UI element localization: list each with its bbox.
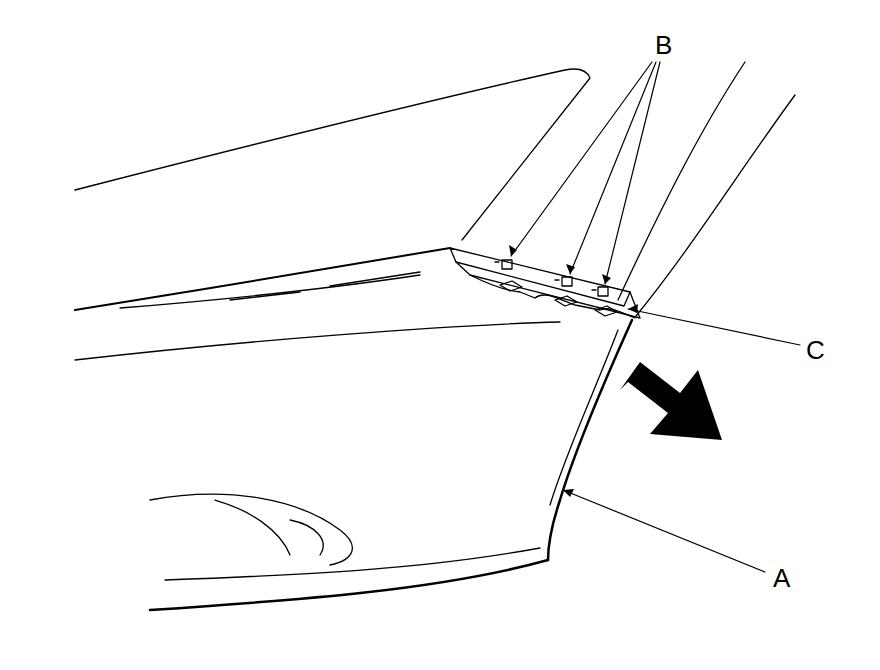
leader-line	[563, 490, 765, 572]
clip-hole	[500, 281, 617, 316]
callout-letter: A	[773, 565, 790, 591]
fog-light	[290, 520, 323, 555]
tab-detail	[495, 262, 596, 290]
leader-arrowhead	[628, 304, 638, 313]
leader-line	[511, 62, 660, 284]
clip-tab	[502, 260, 512, 269]
bumper-lower-line	[165, 548, 540, 580]
fog-light	[150, 494, 352, 565]
bumper-side-inner	[550, 330, 618, 505]
hood-edge-inner	[120, 275, 420, 308]
bumper-bottom	[150, 560, 548, 610]
clip-tab	[598, 287, 608, 296]
leader-arrowhead	[509, 245, 611, 284]
hood-outline	[75, 69, 590, 240]
direction-arrow	[620, 362, 722, 440]
bracket-edge	[470, 275, 635, 318]
fender-line	[618, 62, 745, 300]
leader-line	[628, 309, 800, 345]
fog-light	[215, 500, 290, 555]
fender-line	[636, 95, 795, 316]
bumper-line	[75, 322, 560, 360]
leader-arrowhead	[563, 489, 574, 497]
hood-edge	[75, 248, 450, 310]
bumper-side-edge	[548, 320, 632, 560]
grille-detail	[230, 272, 420, 300]
bracket-strip	[456, 262, 640, 318]
callout-letter: B	[655, 32, 672, 58]
clip-tab	[562, 277, 572, 286]
callout-letter: C	[806, 337, 825, 363]
